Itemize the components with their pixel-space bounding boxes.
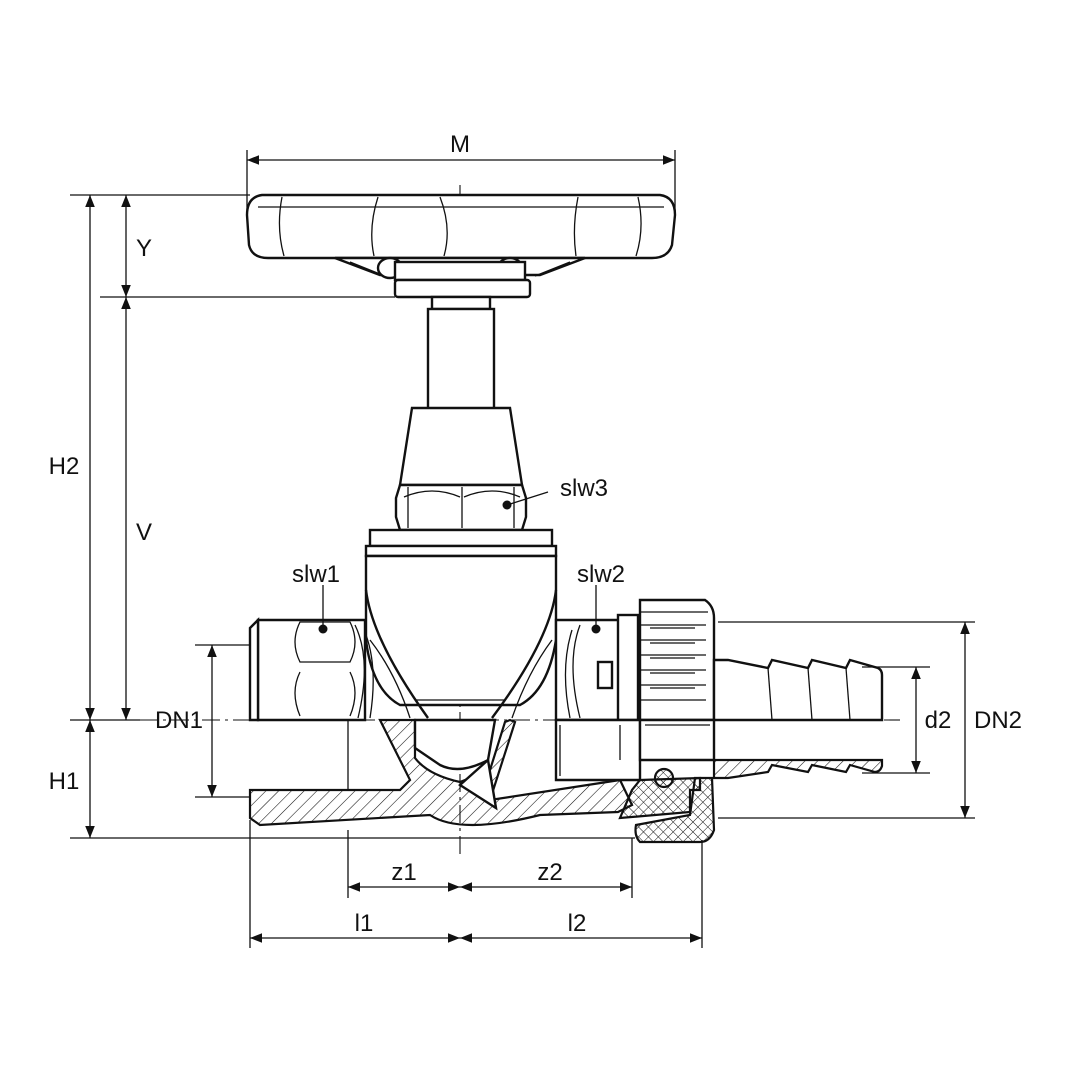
valve-body	[248, 554, 642, 722]
stem	[426, 295, 496, 411]
label-dn2: DN2	[974, 707, 1022, 734]
label-m: M	[450, 131, 470, 158]
label-l2: l2	[568, 910, 587, 937]
label-slw2: slw2	[577, 561, 625, 588]
label-v: V	[136, 519, 152, 546]
label-y: Y	[136, 235, 152, 262]
label-slw3: slw3	[560, 475, 608, 502]
label-z2: z2	[537, 859, 562, 886]
label-z1: z1	[391, 859, 416, 886]
section-view	[248, 718, 884, 844]
dimensions	[70, 150, 975, 948]
handwheel	[245, 193, 677, 299]
union-nut	[638, 598, 716, 722]
label-d2: d2	[925, 707, 952, 734]
labels: M Y H2 V H1 DN1 d2 DN2 z1 z2 l1 l2 slw1 …	[49, 131, 1022, 937]
bonnet	[364, 406, 558, 558]
leaders	[318, 491, 601, 634]
slw1-dot	[318, 624, 328, 634]
label-l1: l1	[355, 910, 374, 937]
hose-tail	[712, 658, 884, 722]
label-slw1: slw1	[292, 561, 340, 588]
label-dn1: DN1	[155, 707, 203, 734]
label-h1: H1	[49, 768, 80, 795]
label-h2: H2	[49, 453, 80, 480]
slw2-dot	[591, 624, 601, 634]
slw3-dot	[502, 500, 512, 510]
